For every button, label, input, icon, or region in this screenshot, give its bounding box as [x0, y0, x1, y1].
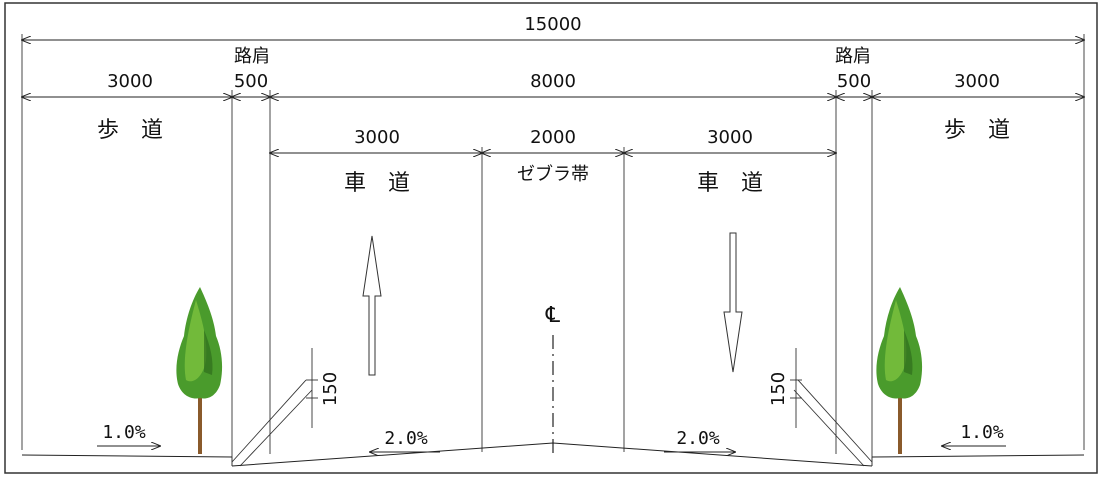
slope-roadway-left: 2.0%: [384, 428, 428, 449]
label-roadway-right: 車 道: [697, 171, 763, 196]
slope-sidewalk-right: 1.0%: [960, 422, 1004, 443]
pavement-roadway: [231, 442, 873, 467]
curb-dim-right: [790, 348, 802, 428]
label-shoulder-right: 路肩: [835, 46, 871, 67]
dim-shoulder-left-text: 500: [234, 71, 268, 92]
pavement-sidewalk-left: [21, 454, 233, 458]
diagram-frame: [4, 2, 1098, 474]
slope-sidewalk-left: 1.0%: [102, 422, 146, 443]
label-roadway-left: 車 道: [344, 171, 410, 196]
dim-sidewalk-right-text: 3000: [954, 71, 1000, 92]
curb-slope-left: [231, 379, 313, 467]
dim-shoulder-right-text: 500: [837, 71, 871, 92]
dim-curb-right-text: 150: [768, 372, 789, 406]
label-sidewalk-right: 歩 道: [944, 118, 1010, 143]
pavement-sidewalk-right: [871, 454, 1085, 458]
tree-icon: [176, 287, 223, 454]
curb-dim-left: [306, 348, 318, 428]
arrow-up-icon: [362, 235, 382, 376]
dim-sidewalk-left-text: 3000: [107, 71, 153, 92]
dim-carriageway-text: 8000: [530, 71, 576, 92]
dim-curb-left-text: 150: [320, 372, 341, 406]
label-shoulder-left: 路肩: [234, 46, 270, 67]
label-zebra: ゼブラ帯: [517, 163, 589, 185]
tree-icon: [876, 287, 923, 454]
dim-lane-right-text: 3000: [707, 127, 753, 148]
dim-lane-left-text: 3000: [354, 127, 400, 148]
centerline-symbol: ℄: [545, 303, 561, 328]
slope-roadway-right: 2.0%: [676, 428, 720, 449]
label-sidewalk-left: 歩 道: [97, 118, 163, 143]
dim-total-text: 15000: [524, 14, 581, 35]
curb-slope-right: [793, 379, 873, 467]
arrow-down-icon: [723, 232, 743, 373]
dim-zebra-text: 2000: [530, 127, 576, 148]
